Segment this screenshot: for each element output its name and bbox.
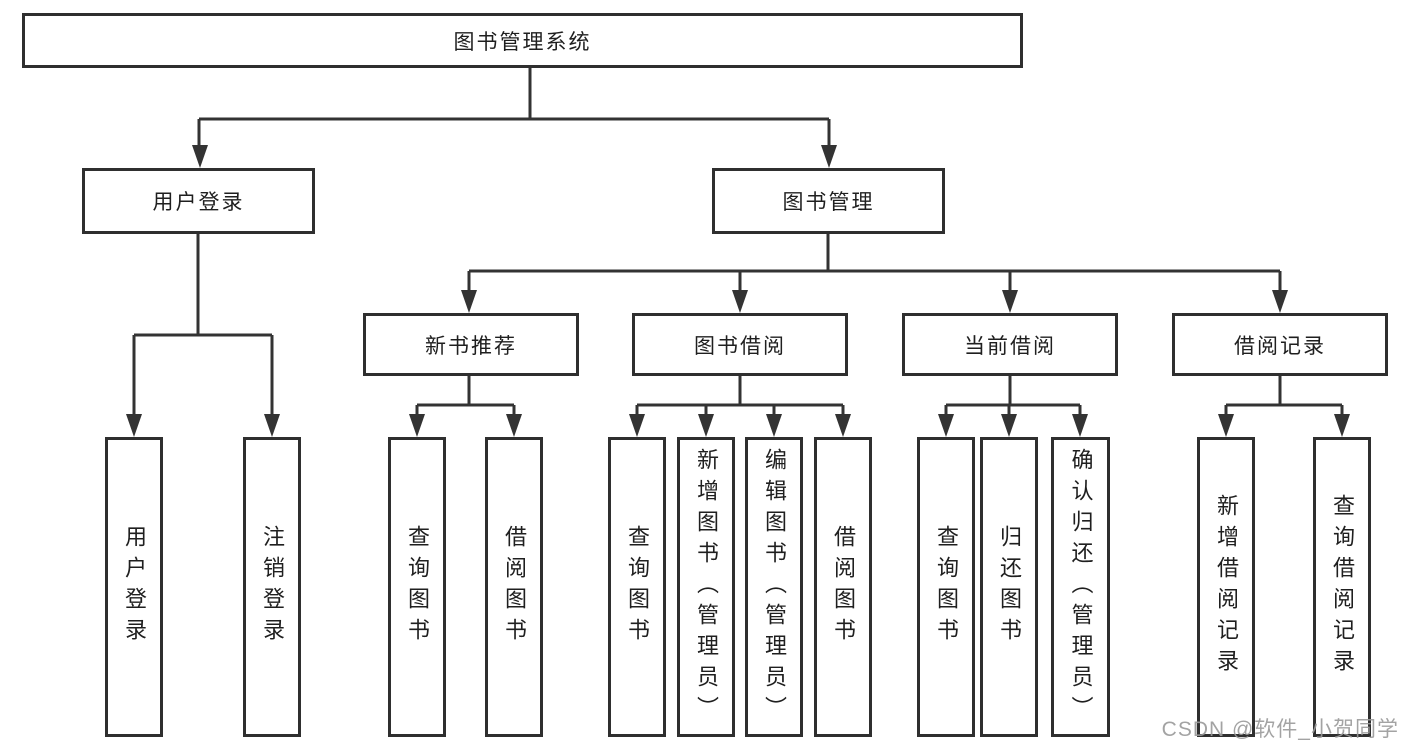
leaf-logout: 注销登录 (243, 437, 301, 737)
leaf-cb-query-book: 查询图书 (917, 437, 975, 737)
node-current-borrow: 当前借阅 (902, 313, 1118, 376)
node-book-borrow: 图书借阅 (632, 313, 848, 376)
leaf-cb-confirm-return-admin-label: 确认归还（管理员） (1068, 447, 1094, 727)
node-new-book-recommend: 新书推荐 (363, 313, 579, 376)
leaf-bb-borrow-book-label: 借阅图书 (831, 525, 856, 649)
node-root: 图书管理系统 (22, 13, 1023, 68)
leaf-logout-label: 注销登录 (260, 525, 285, 649)
node-current-borrow-label: 当前借阅 (964, 334, 1056, 358)
node-root-label: 图书管理系统 (453, 30, 592, 54)
node-book-borrow-label: 图书借阅 (694, 334, 786, 358)
leaf-nbr-borrow-book: 借阅图书 (485, 437, 543, 737)
leaf-nbr-query-book: 查询图书 (388, 437, 446, 737)
leaf-br-query-record-label: 查询借阅记录 (1330, 494, 1355, 680)
node-borrow-records-label: 借阅记录 (1234, 334, 1326, 358)
node-book-management: 图书管理 (712, 168, 945, 234)
leaf-cb-query-book-label: 查询图书 (934, 525, 959, 649)
leaf-nbr-query-book-label: 查询图书 (405, 525, 430, 649)
leaf-cb-return-book: 归还图书 (980, 437, 1038, 737)
leaf-bb-borrow-book: 借阅图书 (814, 437, 872, 737)
leaf-user-login: 用户登录 (105, 437, 163, 737)
node-user-login: 用户登录 (82, 168, 315, 234)
node-new-book-recommend-label: 新书推荐 (425, 334, 517, 358)
leaf-bb-edit-book-admin-label: 编辑图书（管理员） (762, 447, 787, 727)
leaf-nbr-borrow-book-label: 借阅图书 (502, 525, 527, 649)
node-user-login-label: 用户登录 (152, 191, 245, 214)
leaf-user-login-label: 用户登录 (122, 525, 147, 649)
leaf-br-add-record-label: 新增借阅记录 (1214, 494, 1239, 680)
leaf-bb-query-book: 查询图书 (608, 437, 666, 737)
leaf-cb-return-book-label: 归还图书 (997, 525, 1022, 649)
leaf-br-add-record: 新增借阅记录 (1197, 437, 1255, 737)
node-borrow-records: 借阅记录 (1172, 313, 1388, 376)
leaf-br-query-record: 查询借阅记录 (1313, 437, 1371, 737)
leaf-bb-query-book-label: 查询图书 (625, 525, 650, 649)
arrowheads (126, 145, 1350, 437)
leaf-bb-edit-book-admin: 编辑图书（管理员） (745, 437, 803, 737)
csdn-watermark: CSDN @软件_小贺同学 (1161, 718, 1399, 741)
leaf-bb-add-book-admin: 新增图书（管理员） (677, 437, 735, 737)
node-book-management-label: 图书管理 (782, 191, 875, 214)
leaf-cb-confirm-return-admin: 确认归还（管理员） (1051, 437, 1110, 737)
leaf-bb-add-book-admin-label: 新增图书（管理员） (694, 447, 719, 727)
